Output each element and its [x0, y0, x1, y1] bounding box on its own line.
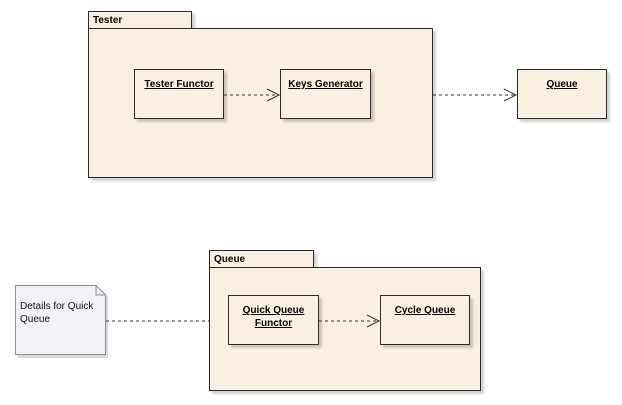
class-label-keys-generator: Keys Generator	[288, 79, 363, 90]
arrowhead-icon	[503, 88, 518, 102]
package-tab-queue[interactable]: Queue	[209, 250, 314, 268]
class-tester-functor[interactable]: Tester Functor	[134, 69, 224, 119]
class-keys-generator[interactable]: Keys Generator	[280, 69, 371, 119]
package-title-tester: Tester	[93, 15, 123, 26]
note-shape	[15, 285, 108, 358]
class-quick-queue-functor[interactable]: Quick Queue Functor	[228, 295, 319, 345]
class-label-cycle-queue: Cycle Queue	[394, 305, 456, 316]
class-label-queue: Queue	[546, 79, 578, 90]
class-cycle-queue[interactable]: Cycle Queue	[380, 295, 470, 345]
class-label-quick-queue-functor: Quick Queue Functor	[242, 305, 305, 329]
package-title-queue: Queue	[214, 254, 246, 265]
note-quick-queue[interactable]: Details for Quick Queue	[15, 285, 108, 358]
class-label-tester-functor: Tester Functor	[144, 79, 214, 90]
class-queue[interactable]: Queue	[517, 69, 607, 119]
package-tab-tester[interactable]: Tester	[88, 11, 192, 29]
note-text: Details for Quick Queue	[20, 301, 94, 325]
